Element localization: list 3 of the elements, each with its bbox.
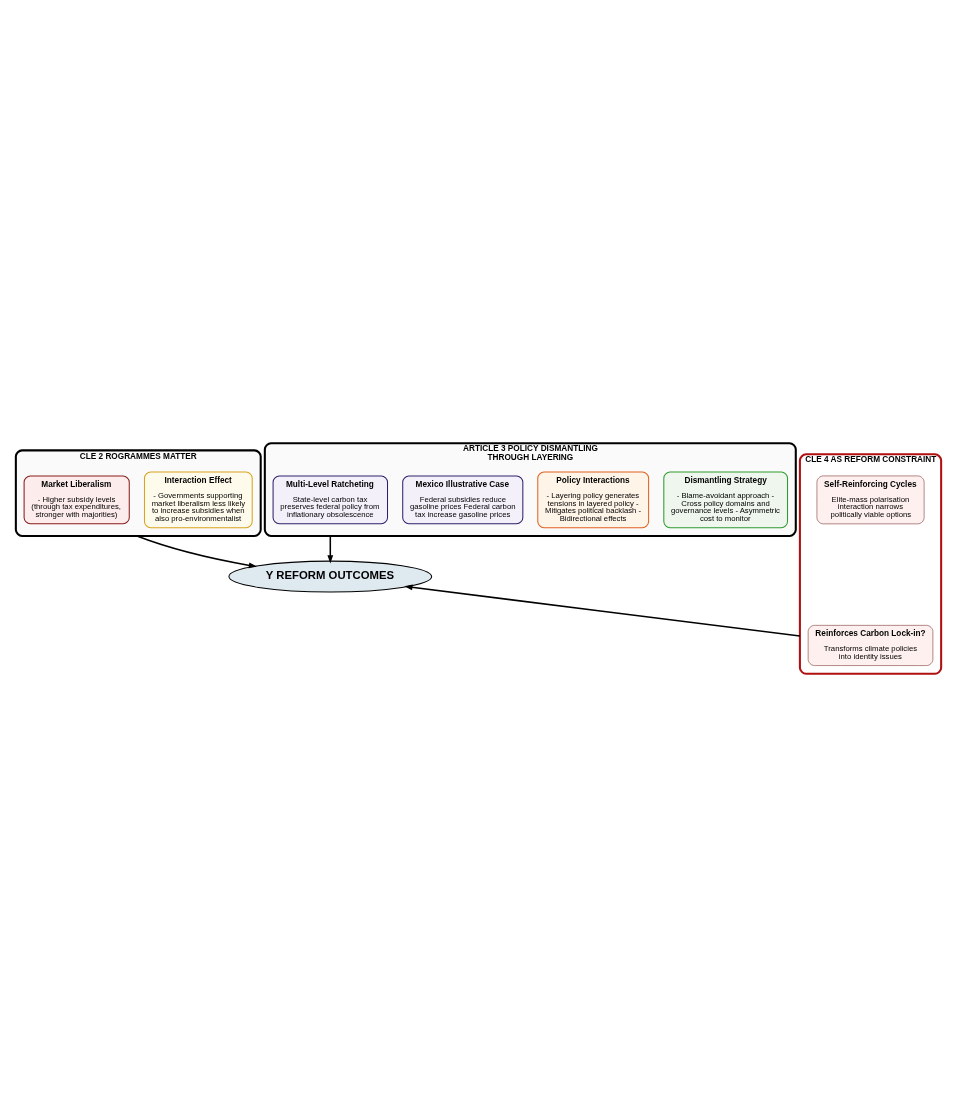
arrow: [135, 534, 257, 568]
arrow: [326, 534, 333, 563]
arrow: [403, 584, 801, 637]
